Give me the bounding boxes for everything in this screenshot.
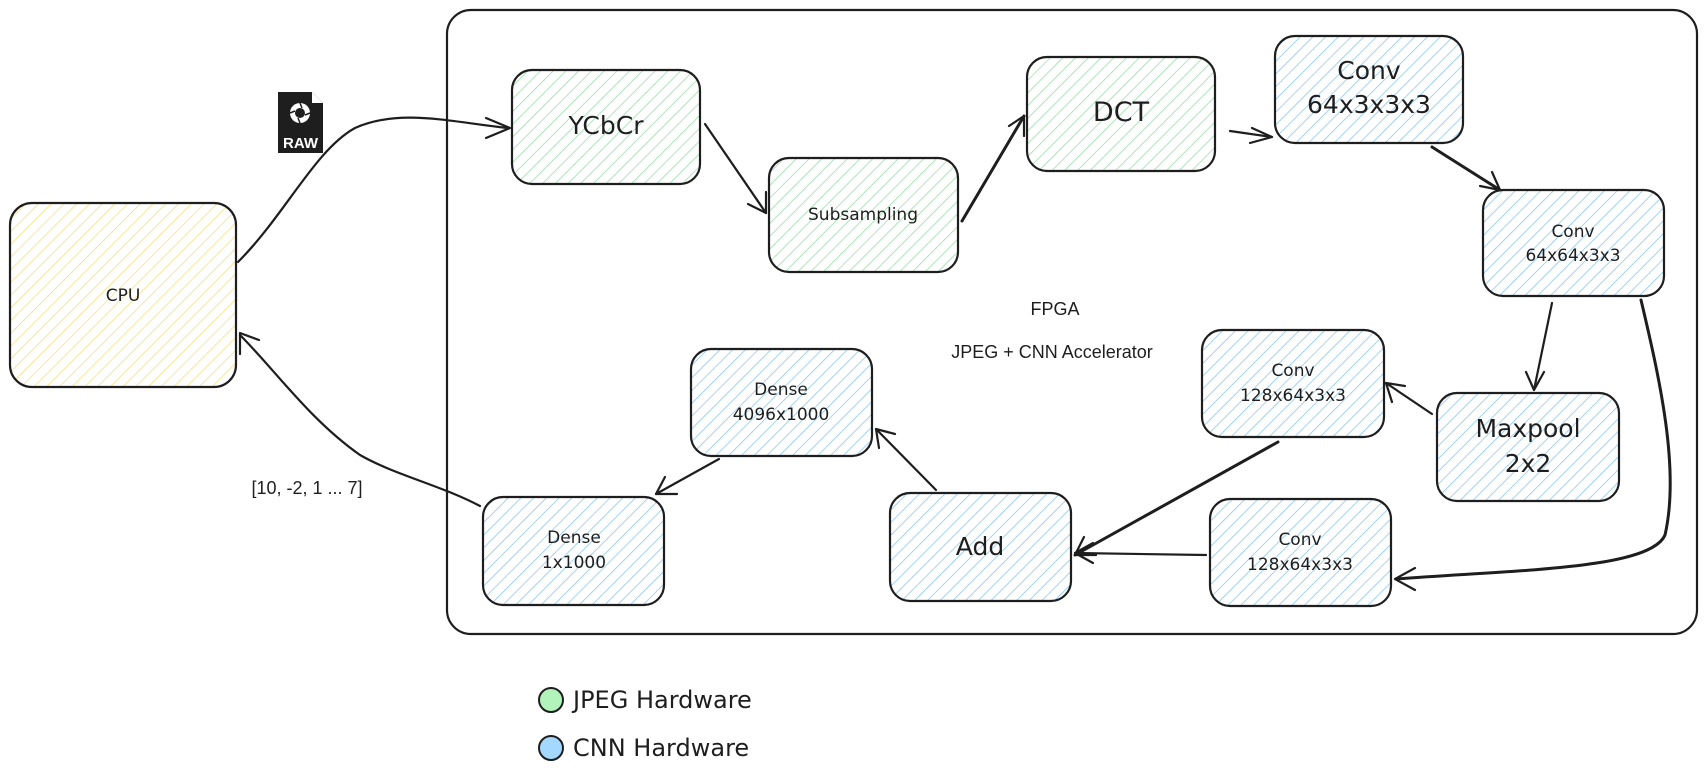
arrow-maxpool-to-conv3 [1384,381,1434,416]
arrow-conv2-to-conv4 [1393,298,1672,592]
conv1-node: Conv 64x3x3x3 [1273,34,1465,145]
fpga-title: FPGA [1030,299,1079,319]
conv1-line2: 64x3x3x3 [1307,90,1431,119]
arrow-dct-to-conv1 [1228,126,1274,145]
maxpool-line1: Maxpool [1475,414,1580,443]
arrow-conv4-to-add [1073,541,1208,565]
dct-node: DCT [1025,55,1217,173]
legend-cnn-label: CNN Hardware [573,734,749,762]
raw-image-file-icon: RAW [278,92,323,153]
conv3-line2: 128x64x3x3 [1240,386,1346,406]
ycbcr-node: YCbCr [510,68,702,186]
legend: JPEG Hardware CNN Hardware [538,686,752,762]
dense1-line2: 4096x1000 [733,405,830,425]
arrow-conv2-to-maxpool [1524,301,1554,392]
legend-jpeg-label: JPEG Hardware [571,686,752,714]
subsampling-node: Subsampling [767,156,960,274]
maxpool-node: Maxpool 2x2 [1435,391,1621,503]
maxpool-line2: 2x2 [1505,449,1552,478]
arrow-subsampling-to-dct [960,114,1026,223]
conv3-node: Conv 128x64x3x3 [1200,328,1386,439]
cnn-swatch-icon [538,735,564,761]
arrow-ycbcr-to-subsampling [703,122,768,215]
subsampling-label: Subsampling [808,205,918,225]
conv2-line1: Conv [1551,222,1594,242]
dense2-line1: Dense [547,528,601,548]
conv4-line2: 128x64x3x3 [1247,555,1353,575]
output-vector-label: [10, -2, 1 ... 7] [251,478,362,498]
conv3-line1: Conv [1271,361,1314,381]
dct-label: DCT [1093,97,1150,128]
fpga-container [445,8,1699,636]
connectors [236,114,1672,592]
arrow-dense2-to-cpu [238,331,482,508]
arrow-conv1-to-conv2 [1430,145,1502,192]
cpu-label: CPU [106,286,141,306]
dense2-line2: 1x1000 [542,553,606,573]
conv2-node: Conv 64x64x3x3 [1481,188,1666,298]
arrow-dense1-to-dense2 [654,457,721,496]
dense1-node: Dense 4096x1000 [689,347,874,458]
dense2-node: Dense 1x1000 [481,495,666,607]
arrow-cpu-to-ycbcr [236,116,512,264]
conv4-line1: Conv [1278,530,1321,550]
ycbcr-label: YCbCr [568,111,645,140]
add-node: Add [888,491,1073,603]
arrow-conv3-to-add [1073,440,1280,557]
conv2-line2: 64x64x3x3 [1525,246,1620,266]
legend-item-jpeg: JPEG Hardware [538,686,752,714]
jpeg-swatch-icon [538,687,564,713]
legend-item-cnn: CNN Hardware [538,734,749,762]
dense1-line1: Dense [754,380,808,400]
arrow-add-to-dense1 [874,427,938,492]
conv1-line1: Conv [1337,56,1401,85]
add-label: Add [956,532,1004,561]
raw-icon-label: RAW [283,135,319,152]
conv4-node: Conv 128x64x3x3 [1208,497,1393,608]
cpu-node: CPU [8,201,238,389]
fpga-subtitle: JPEG + CNN Accelerator [951,342,1153,362]
